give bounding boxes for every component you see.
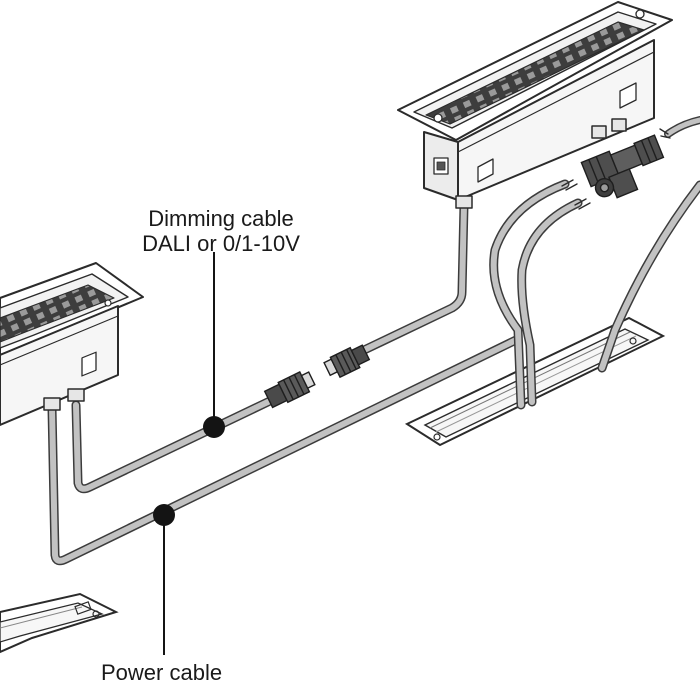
power-cable-marker (153, 504, 175, 526)
dimming-cable-label-line1: Dimming cable (148, 206, 294, 231)
dimming-cable-label-line2: DALI or 0/1-10V (142, 231, 300, 256)
power-cable-label: Power cable (101, 660, 223, 685)
led-fixture-right (397, 1, 673, 209)
dimming-connector (263, 344, 371, 409)
cables (47, 116, 700, 566)
dimming-cable-marker (203, 416, 225, 438)
t-connector (580, 134, 665, 199)
dimming-cable-label: Dimming cable DALI or 0/1-10V (136, 206, 306, 256)
callouts (153, 252, 225, 655)
led-fixture-left (0, 262, 144, 426)
recessed-trough-left (0, 592, 119, 654)
